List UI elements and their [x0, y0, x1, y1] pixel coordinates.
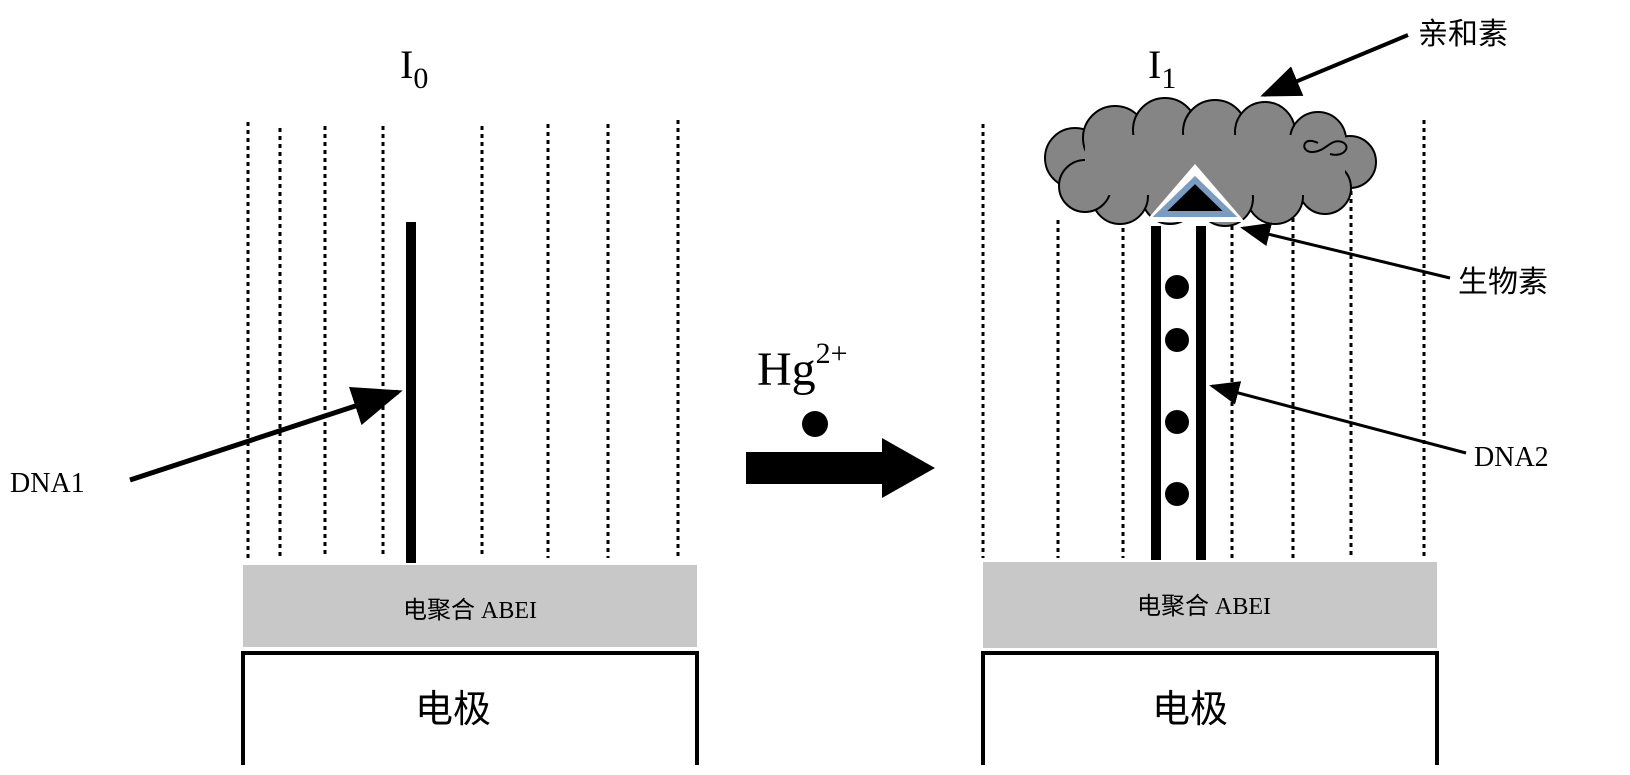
- mercury-ion-bridge: [1165, 482, 1189, 506]
- left-current-label: I0: [400, 42, 428, 95]
- reaction-arrow: [746, 438, 935, 498]
- avidin-cloud-fill: [1085, 135, 1345, 195]
- right-panel: I1: [983, 18, 1549, 765]
- mercury-ion-bridge: [1165, 275, 1189, 299]
- reaction-step: Hg2+: [746, 337, 935, 498]
- biotin-label: 生物素: [1458, 266, 1548, 299]
- left-panel: I0 电聚合 ABEI 电极 DNA1: [10, 42, 697, 765]
- dna1-pointer-arrow: [130, 392, 398, 480]
- hg-ion-dot: [802, 411, 828, 437]
- biotin-pointer-arrow: [1243, 228, 1450, 278]
- right-current-label: I1: [1148, 42, 1176, 95]
- dna1-label: DNA1: [10, 468, 85, 499]
- dna2-pointer-arrow: [1212, 386, 1466, 453]
- left-dotted-strands: [248, 120, 678, 558]
- left-abei-label: 电聚合 ABEI: [403, 597, 537, 624]
- right-abei-label: 电聚合 ABEI: [1137, 593, 1271, 620]
- avidin-pointer-arrow: [1264, 35, 1408, 95]
- dna2-label: DNA2: [1474, 442, 1549, 473]
- hg-ion-label: Hg2+: [757, 337, 848, 396]
- avidin-label: 亲和素: [1418, 18, 1508, 51]
- right-electrode-label: 电极: [1152, 689, 1228, 731]
- mercury-ion-bridge: [1165, 410, 1189, 434]
- mercury-ion-bridge: [1165, 328, 1189, 352]
- left-electrode-label: 电极: [415, 689, 491, 731]
